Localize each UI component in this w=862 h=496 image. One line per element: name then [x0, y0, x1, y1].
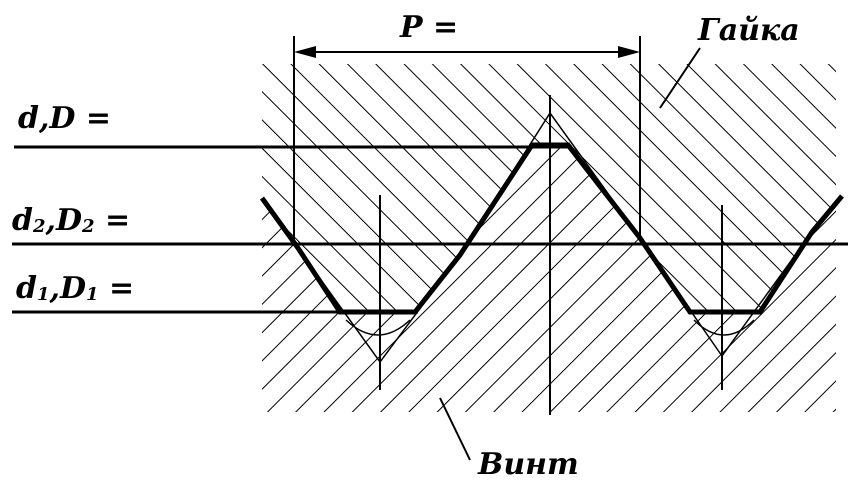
pitch-arrow-right: [618, 46, 640, 58]
pitch-dia-equals: =: [94, 203, 131, 238]
nut-leader: [659, 47, 701, 109]
minor-dia-equals: =: [98, 271, 135, 306]
nut-label: Гайка: [698, 13, 800, 48]
minor-dia-d: d: [16, 271, 37, 306]
screw-leader: [439, 397, 471, 461]
minor-diameter-label: d1,D1 =: [16, 271, 135, 306]
pitch-diameter-label: d2,D2 =: [12, 203, 131, 238]
minor-dia-D: D: [59, 271, 86, 306]
minor-dia-sub-d: 1: [36, 284, 50, 305]
pitch-dia-D: D: [55, 203, 82, 238]
root-rounding-left: [345, 319, 411, 336]
minor-dia-sub-D: 1: [85, 284, 99, 305]
major-diameter-label: d,D =: [18, 101, 112, 136]
pitch-label: P =: [400, 10, 459, 45]
pitch-dia-d: d: [12, 203, 33, 238]
nut-hatched-region: [262, 64, 836, 312]
root-rounding-right: [693, 319, 755, 336]
pitch-dia-sub-d: 2: [32, 216, 46, 237]
pitch-arrow-left: [294, 46, 316, 58]
screw-label: Винт: [478, 447, 579, 482]
pitch-dia-sub-D: 2: [81, 216, 95, 237]
